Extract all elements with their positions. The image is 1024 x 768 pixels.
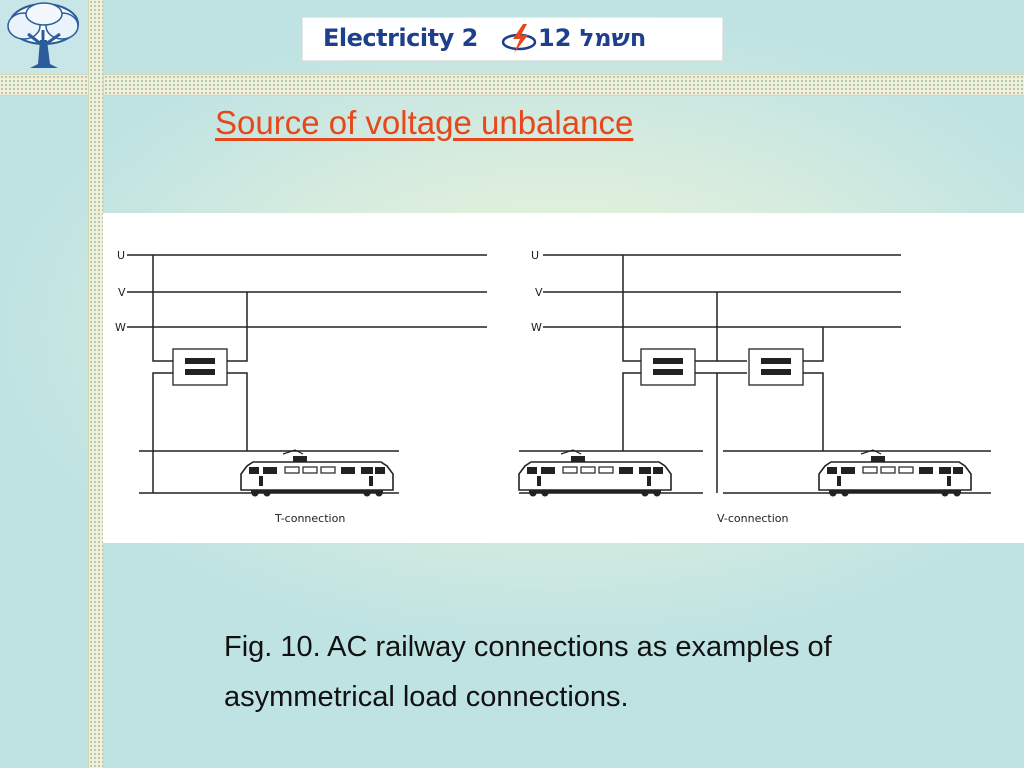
lightning-logo-icon xyxy=(501,24,537,53)
transformer-icon xyxy=(640,348,696,386)
phase-label-u: U xyxy=(531,249,539,262)
train-icon xyxy=(240,449,394,498)
caption-line-1: Fig. 10. AC railway connections as examp… xyxy=(224,631,832,663)
phase-label-v: V xyxy=(118,286,126,299)
train-icon xyxy=(818,449,972,498)
figure-caption: Fig. 10. AC railway connections as examp… xyxy=(224,622,984,722)
transformer-icon xyxy=(748,348,804,386)
phase-label-u: U xyxy=(117,249,125,262)
v-connection-diagram: U V W xyxy=(518,249,991,525)
corner-logo xyxy=(0,0,88,74)
phase-label-v: V xyxy=(535,286,543,299)
transformer-icon xyxy=(172,348,228,386)
event-banner: Electricity 2 12 חשמל xyxy=(303,18,722,60)
tree-icon xyxy=(7,2,79,68)
v-connection-caption: V-connection xyxy=(717,512,788,525)
train-icon xyxy=(518,449,672,498)
horizontal-stripe xyxy=(0,74,1024,96)
phase-label-w: W xyxy=(531,321,542,334)
banner-text-right: 12 חשמל xyxy=(538,24,647,52)
banner-text-left: Electricity 2 xyxy=(323,24,478,52)
t-connection-diagram: U V W T-connection xyxy=(115,249,487,525)
vertical-stripe xyxy=(88,0,104,768)
phase-label-w: W xyxy=(115,321,126,334)
t-connection-caption: T-connection xyxy=(274,512,345,525)
caption-line-2: asymmetrical load connections. xyxy=(224,681,629,713)
railway-connection-diagram: U V W T-connection U V W xyxy=(115,249,991,525)
figure-panel: U V W T-connection U V W xyxy=(103,213,1024,543)
slide-title: Source of voltage unbalance xyxy=(215,104,634,141)
